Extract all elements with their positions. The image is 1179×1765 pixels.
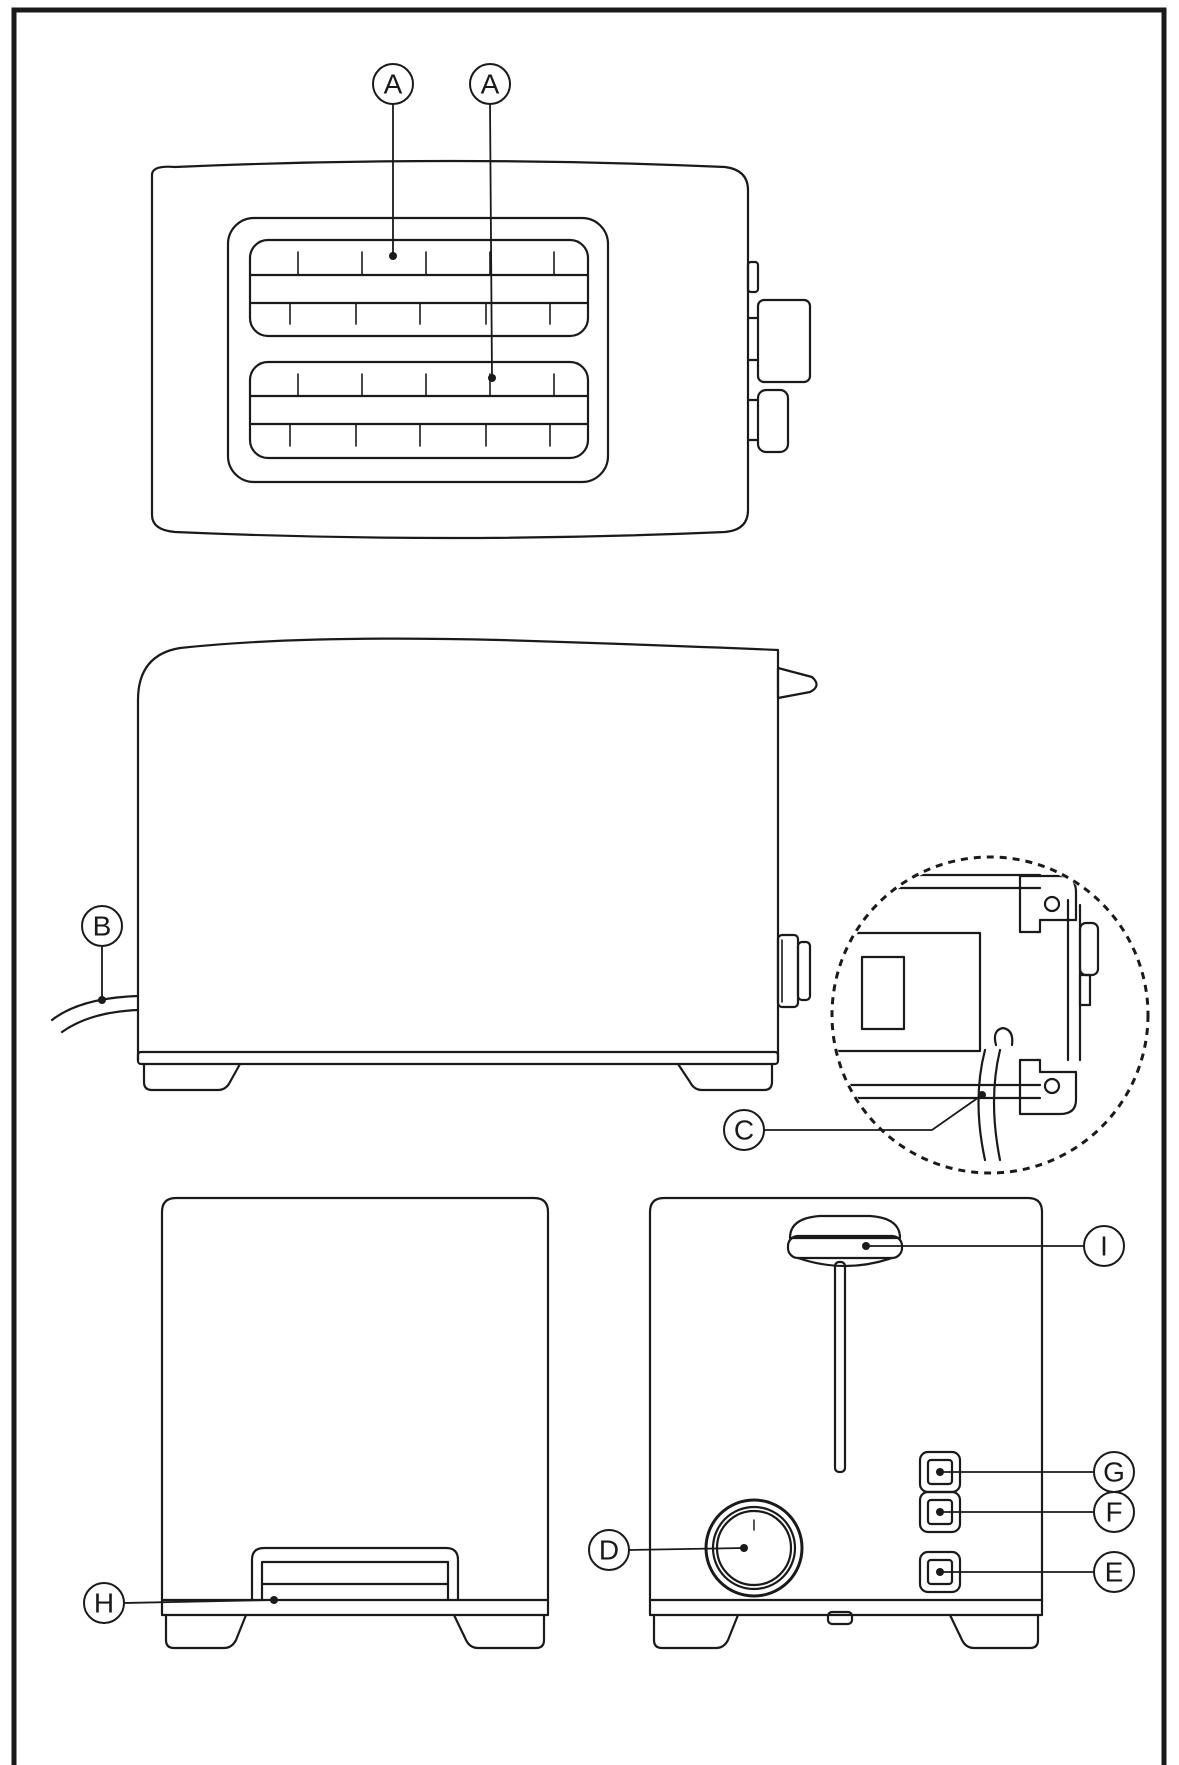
callout-f-reheat-button: F xyxy=(936,1491,1135,1533)
page-frame xyxy=(11,7,1167,1765)
callout-label-e: E xyxy=(1105,1557,1124,1588)
callout-c-cord-storage: C xyxy=(723,1091,986,1151)
callout-label-c: C xyxy=(734,1115,754,1146)
callout-label-a1: A xyxy=(384,69,403,100)
callout-label-a2: A xyxy=(481,69,500,100)
toaster-front-view: I xyxy=(648,1196,1044,1650)
callout-label-f: F xyxy=(1105,1497,1122,1528)
toast-lever xyxy=(786,1214,904,1474)
callout-h-crumb-tray: H xyxy=(83,1582,278,1624)
callout-g-cancel-button: G xyxy=(936,1451,1135,1493)
cord-storage-detail xyxy=(830,855,1150,1175)
power-cord xyxy=(50,994,140,1034)
callout-i-toast-lever: I xyxy=(862,1225,1125,1267)
callout-e-defrost-button: E xyxy=(936,1551,1135,1593)
callout-a-slot-1: A xyxy=(372,63,414,260)
callout-d-browning-dial: D xyxy=(588,1529,748,1571)
toaster-top-view xyxy=(150,159,812,540)
bread-slot-2 xyxy=(248,360,590,460)
callout-a-slot-2: A xyxy=(469,63,511,382)
toaster-back-view xyxy=(160,1196,550,1650)
callout-b-power-cord: B xyxy=(81,905,123,1004)
bread-slot-1 xyxy=(248,238,590,338)
callout-label-i: I xyxy=(1100,1231,1108,1262)
detail-magnifier-outline xyxy=(830,855,1150,1175)
callout-label-h: H xyxy=(94,1588,114,1619)
callout-label-d: D xyxy=(599,1535,619,1566)
dial-tick-mark: I xyxy=(752,1518,756,1535)
side-controls-top xyxy=(746,260,812,454)
callout-label-b: B xyxy=(93,911,112,942)
toaster-side-view xyxy=(50,637,818,1092)
callout-label-g: G xyxy=(1103,1457,1125,1488)
crumb-tray xyxy=(250,1546,460,1602)
